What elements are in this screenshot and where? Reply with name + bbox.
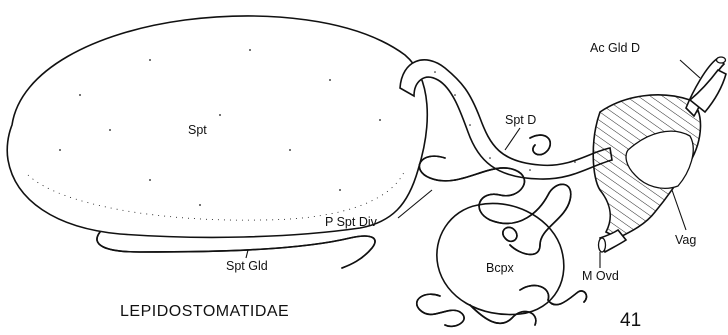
- bursa-copulatrix: [437, 203, 564, 314]
- label-m-ovd: M Ovd: [582, 269, 619, 283]
- leader-vag: [672, 190, 686, 230]
- leader-ac-gld-d: [680, 60, 700, 78]
- label-spt-gld: Spt Gld: [226, 259, 268, 273]
- label-spt: Spt: [188, 123, 207, 137]
- leader-spt-d: [505, 128, 520, 150]
- label-spt-d: Spt D: [505, 113, 536, 127]
- label-ac-gld-d: Ac Gld D: [590, 41, 640, 55]
- figure-number: 41: [620, 310, 641, 331]
- family-label: LEPIDOSTOMATIDAE: [120, 303, 289, 320]
- label-vag: Vag: [675, 233, 696, 247]
- leader-spt-gld: [246, 250, 248, 258]
- accessory-duct-opening: [717, 57, 726, 63]
- median-oviduct-opening: [599, 238, 606, 252]
- label-bcpx: Bcpx: [486, 261, 515, 275]
- spermatheca-sac: [7, 16, 427, 237]
- label-p-spt-div: P Spt Div: [325, 215, 378, 229]
